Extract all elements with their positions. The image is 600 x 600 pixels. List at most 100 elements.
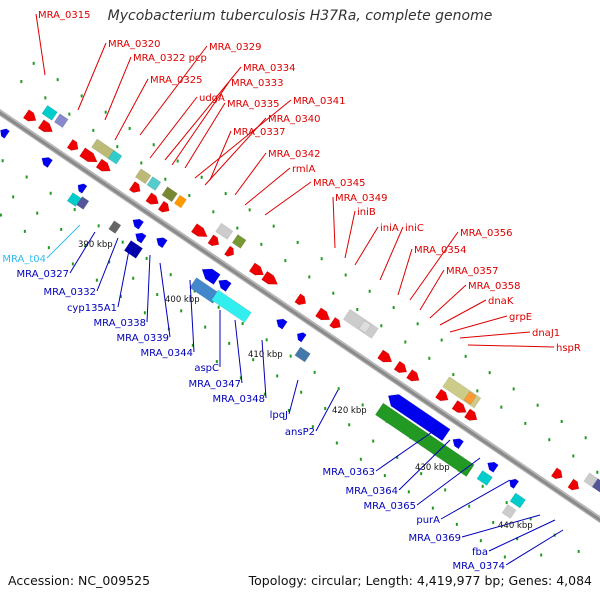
gene-shape (76, 196, 90, 210)
reverse-gene-arrow (132, 218, 144, 230)
forward-gene-arrow (294, 293, 307, 306)
gene-shape (315, 307, 331, 321)
forward-gene-block (161, 186, 178, 203)
leader-line (315, 389, 339, 432)
gene-shape (66, 192, 82, 207)
guide-dot (380, 324, 383, 328)
leader-line (288, 379, 299, 415)
leader-line (104, 56, 132, 121)
reverse-gene-label: lpqJ (270, 410, 288, 421)
forward-gene-label: MRA_0349 (335, 193, 387, 204)
forward-gene-block (53, 113, 69, 128)
gene-shape (218, 279, 232, 292)
leader-line (46, 224, 81, 259)
guide-dot (73, 208, 76, 212)
forward-gene-label: MRA_0333 (231, 78, 283, 89)
scale-tick-label: 440 kbp (498, 521, 533, 531)
guide-dot (383, 474, 386, 478)
guide-dot (289, 354, 292, 358)
guide-dot (464, 354, 467, 358)
forward-gene-label: MRA_0341 (293, 96, 345, 107)
forward-gene-label: MRA_0325 (150, 75, 202, 86)
leader-line (234, 319, 243, 384)
guide-dot (492, 520, 495, 524)
gene-shape (451, 400, 467, 413)
guide-dot (452, 373, 455, 377)
gene-shape (107, 149, 123, 165)
gene-shape (37, 119, 53, 133)
gene-shape (296, 332, 307, 343)
leader-line (139, 45, 208, 136)
guide-dot (36, 211, 39, 215)
guide-dot (540, 553, 543, 557)
leader-line (416, 457, 481, 506)
guide-dot (361, 403, 364, 407)
guide-dot (228, 341, 231, 345)
guide-dot (524, 421, 527, 425)
guide-dot (188, 194, 191, 198)
guide-dot (560, 419, 563, 423)
forward-gene-label: MRA_0337 (233, 127, 285, 138)
guide-dot (145, 256, 148, 260)
reverse-gene-label: MRA_0364 (346, 486, 398, 497)
reverse-gene-label: MRA_0338 (94, 318, 146, 329)
leader-line (397, 248, 413, 296)
guide-dot (191, 343, 194, 347)
gene-shape (406, 369, 420, 382)
leader-line (189, 279, 195, 353)
guide-dot (156, 293, 159, 297)
reverse-gene-block (108, 220, 122, 234)
gene-shape (550, 467, 563, 480)
gene-shape (189, 277, 220, 304)
guide-dot (337, 387, 340, 391)
reverse-gene-label: MRA_0369 (409, 533, 461, 544)
forward-gene-label: dnaK (488, 296, 514, 307)
guide-dot (313, 370, 316, 374)
guide-dot (263, 392, 266, 396)
guide-dot (236, 226, 239, 230)
guide-dot (180, 309, 183, 313)
gene-shape (77, 183, 88, 194)
gene-shape (132, 218, 144, 230)
forward-gene-block (231, 234, 247, 249)
gene-shape (123, 240, 143, 259)
guide-dot (500, 405, 503, 409)
gene-shape (463, 391, 477, 405)
forward-gene-label: rmlA (292, 164, 315, 175)
reverse-gene-arrow (77, 183, 88, 194)
guide-dot (176, 159, 179, 163)
guide-dot (396, 455, 399, 459)
gene-shape (387, 394, 451, 442)
reverse-gene-label: aspC (194, 363, 219, 374)
guide-dot (140, 161, 143, 165)
leader-line (244, 167, 291, 206)
scale-tick-label: 420 kbp (332, 406, 367, 416)
leader-line (146, 254, 151, 323)
forward-gene-arrow (393, 360, 408, 374)
guide-dot (32, 61, 35, 65)
forward-gene-block (343, 309, 379, 339)
leader-line (379, 226, 404, 281)
guide-dot (372, 439, 375, 443)
reverse-gene-arrow (509, 478, 520, 489)
reverse-gene-block (476, 470, 493, 486)
leader-line (459, 331, 531, 339)
guide-dot (80, 94, 83, 98)
forward-gene-arrow (451, 400, 467, 413)
reverse-gene-arrow (452, 438, 464, 450)
forward-gene-block (41, 104, 58, 121)
gene-shape (157, 200, 170, 213)
leader-line (261, 339, 267, 399)
trna-gene-label: MRA_t04 (2, 254, 46, 265)
reverse-gene-label: MRA_0347 (189, 379, 241, 390)
guide-dot (296, 240, 299, 244)
gene-shape (79, 147, 98, 163)
guide-dot (516, 537, 519, 541)
guide-dot (128, 126, 131, 130)
guide-dot (368, 289, 371, 293)
reverse-gene-arrow (296, 332, 307, 343)
forward-gene-label: grpE (509, 312, 532, 323)
reverse-gene-label: MRA_0332 (44, 287, 96, 298)
forward-gene-label: MRA_0345 (313, 178, 365, 189)
guide-dot (536, 403, 539, 407)
